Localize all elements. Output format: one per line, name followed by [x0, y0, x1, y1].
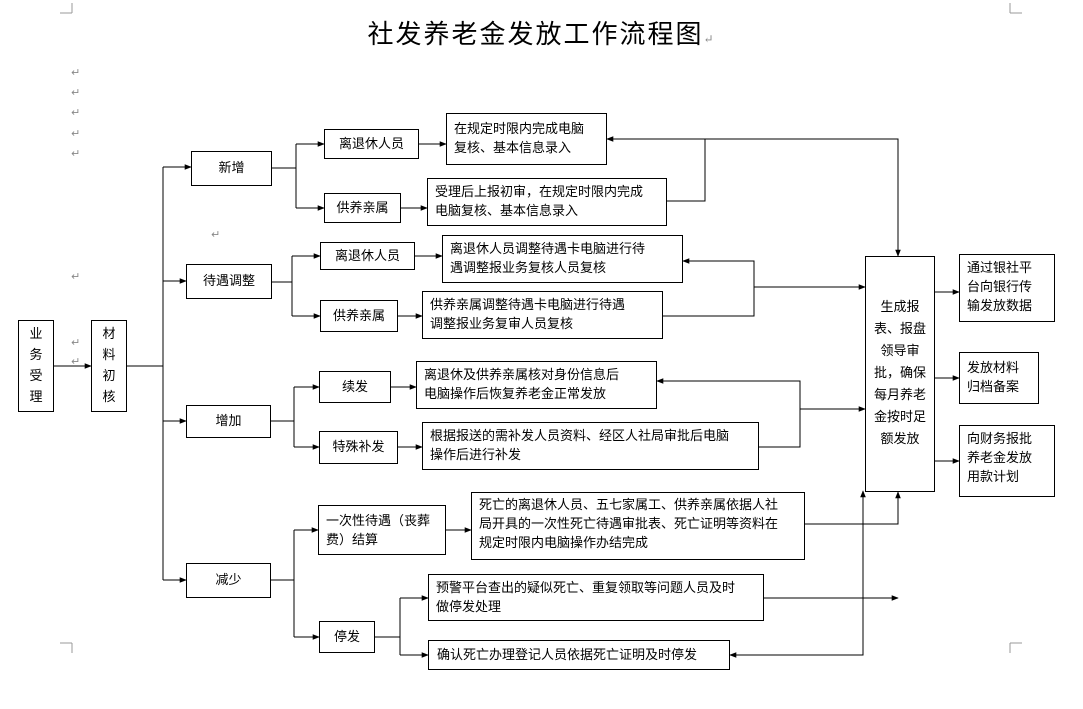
desc-adjust-retiree: 离退休人员调整待遇卡电脑进行待 遇调整报业务复核人员复核	[442, 235, 683, 283]
desc-add-retiree: 在规定时限内完成电脑 复核、基本信息录入	[446, 113, 607, 165]
node-output-finance: 向财务报批 养老金发放 用款计划	[959, 425, 1055, 497]
node-add-retiree: 离退休人员	[324, 129, 419, 159]
paragraph-mark: ↵	[71, 147, 81, 160]
node-add: 新增	[191, 151, 272, 186]
paragraph-mark: ↵	[71, 336, 81, 349]
paragraph-mark: ↵	[71, 270, 81, 283]
crop-mark	[60, 3, 73, 14]
paragraph-mark: ↵	[71, 355, 81, 368]
node-reduce: 减少	[186, 563, 271, 598]
paragraph-mark: ↵	[211, 228, 221, 241]
node-material-review: 材料初核	[91, 320, 127, 412]
node-business-accept: 业务受理	[18, 320, 54, 412]
desc-reduce-onetime: 死亡的离退休人员、五七家属工、供养亲属依据人社 局开具的一次性死亡待遇审批表、死…	[471, 492, 805, 560]
desc-add-dependent: 受理后上报初审，在规定时限内完成 电脑复核、基本信息录入	[427, 178, 667, 226]
paragraph-mark: ↵	[71, 106, 81, 119]
desc-reduce-confirm: 确认死亡办理登记人员依据死亡证明及时停发	[428, 640, 730, 670]
node-increase-special: 特殊补发	[319, 431, 398, 464]
page-title: 社发养老金发放工作流程图↵	[367, 20, 716, 50]
desc-reduce-warning: 预警平台查出的疑似死亡、重复领取等问题人员及时 做停发处理	[428, 574, 764, 621]
node-add-dependent: 供养亲属	[324, 193, 401, 223]
node-increase: 增加	[186, 405, 271, 438]
connector-line	[805, 491, 901, 525]
paragraph-mark: ↵	[71, 66, 81, 79]
node-adjust-retiree: 离退休人员	[320, 242, 415, 270]
crop-mark	[60, 642, 73, 653]
node-increase-resume: 续发	[319, 371, 391, 403]
desc-increase-resume: 离退休及供养亲属核对身份信息后 电脑操作后恢复养老金正常发放	[416, 361, 657, 409]
desc-adjust-dependent: 供养亲属调整待遇卡电脑进行待遇 调整报业务复审人员复核	[422, 291, 663, 339]
node-adjust-dependent: 供养亲属	[320, 300, 398, 332]
node-reduce-onetime: 一次性待遇（丧葬 费）结算	[318, 505, 446, 555]
node-adjust: 待遇调整	[186, 264, 272, 299]
crop-mark	[1009, 3, 1022, 14]
node-output-archive: 发放材料 归档备案	[959, 352, 1039, 404]
desc-increase-special: 根据报送的需补发人员资料、经区人社局审批后电脑 操作后进行补发	[422, 422, 759, 470]
paragraph-mark: ↵	[71, 127, 81, 140]
node-report-approval: 生成报表、报盘领导审批，确保每月养老金按时足额发放	[865, 256, 935, 492]
paragraph-mark: ↵	[71, 86, 81, 99]
crop-mark	[1009, 642, 1022, 653]
connector-line	[667, 139, 706, 202]
node-output-bank: 通过银社平 台向银行传 输发放数据	[959, 254, 1055, 322]
node-reduce-stop: 停发	[319, 621, 375, 653]
